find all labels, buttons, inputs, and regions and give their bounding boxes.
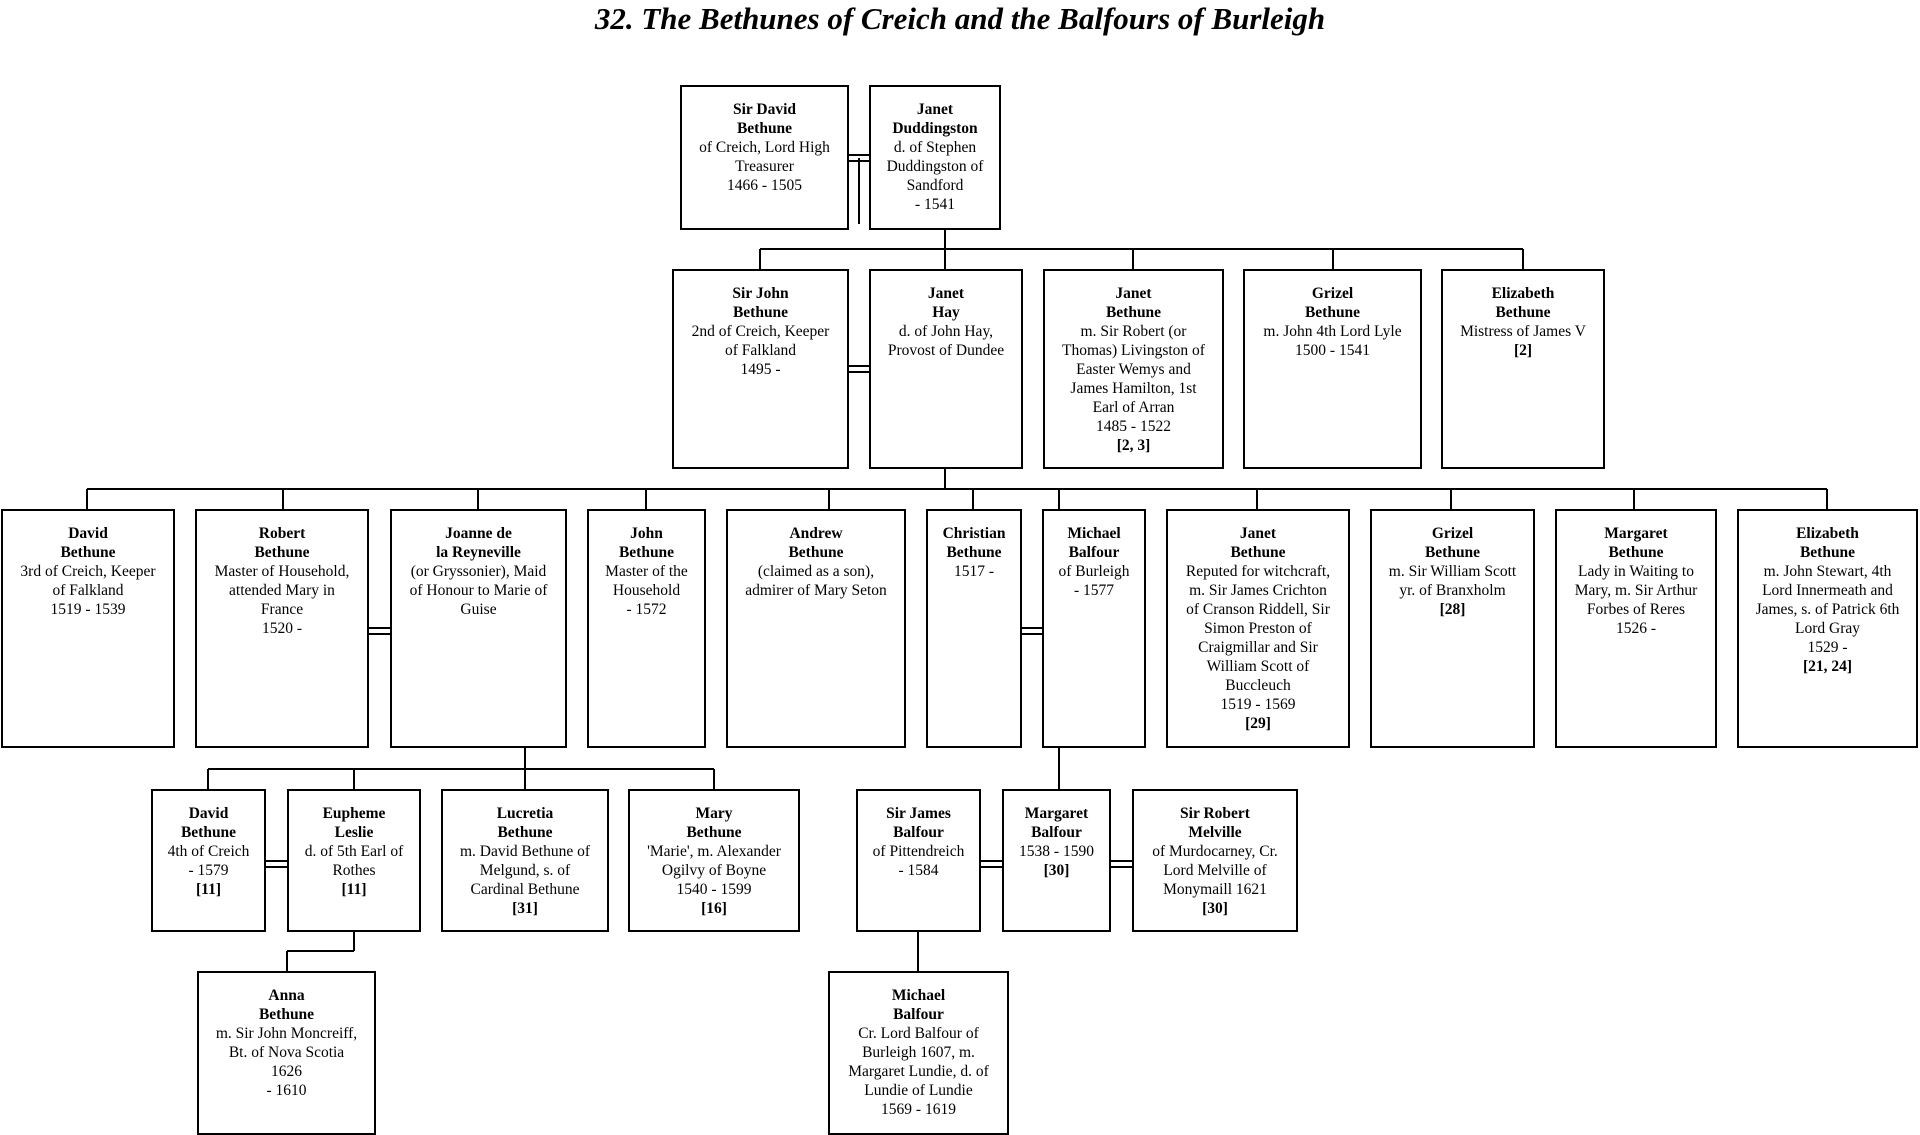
reference: [16]: [701, 900, 727, 917]
person-eupheme-leslie: Eupheme Leslie d. of 5th Earl of Rothes …: [287, 789, 421, 932]
person-name: David Bethune: [60, 525, 116, 561]
person-details: m. John Stewart, 4th Lord Innermeath and…: [1755, 563, 1900, 656]
person-details: m. John 4th Lord Lyle 1500 - 1541: [1263, 323, 1402, 359]
person-details: of Pittendreich - 1584: [872, 843, 965, 879]
reference: [30]: [1043, 862, 1070, 879]
reference: [21, 24]: [1802, 658, 1853, 675]
person-name: Joanne de la Reyneville: [436, 525, 521, 561]
person-name: Christian Bethune: [942, 525, 1006, 561]
person-margaret-bethune: Margaret Bethune Lady in Waiting to Mary…: [1555, 509, 1717, 748]
person-details: m. Sir John Moncreiff, Bt. of Nova Scoti…: [215, 1025, 358, 1099]
person-janet-bethune-arran: Janet Bethune m. Sir Robert (or Thomas) …: [1043, 269, 1224, 469]
person-robert-bethune: Robert Bethune Master of Household, atte…: [195, 509, 369, 748]
person-name: Anna Bethune: [258, 987, 315, 1023]
person-name: Margaret Balfour: [1024, 805, 1089, 841]
person-details: m. Sir Robert (or Thomas) Livingston of …: [1062, 323, 1205, 435]
person-janet-hay: Janet Hay d. of John Hay, Provost of Dun…: [869, 269, 1023, 469]
person-details: d. of John Hay, Provost of Dundee: [887, 323, 1005, 359]
person-name: Sir Robert Melville: [1180, 805, 1250, 841]
person-details: (claimed as a son), admirer of Mary Seto…: [745, 563, 887, 599]
person-name: Eupheme Leslie: [322, 805, 386, 841]
person-michael-balfour-lord: Michael Balfour Cr. Lord Balfour of Burl…: [828, 971, 1009, 1135]
person-elizabeth-bethune-stewart: Elizabeth Bethune m. John Stewart, 4th L…: [1737, 509, 1918, 748]
person-name: Janet Duddingston: [892, 101, 978, 137]
person-name: Lucretia Bethune: [496, 805, 554, 841]
person-details: 1538 - 1590: [1019, 843, 1094, 860]
person-david-bethune-4th: David Bethune 4th of Creich - 1579 [11]: [151, 789, 266, 932]
chart-title: 32. The Bethunes of Creich and the Balfo…: [594, 1, 1326, 36]
person-name: Mary Bethune: [686, 805, 742, 841]
person-name: Andrew Bethune: [788, 525, 844, 561]
person-details: Master of the Household - 1572: [605, 563, 688, 618]
reference: [29]: [1245, 715, 1271, 732]
person-details: 3rd of Creich, Keeper of Falkland 1519 -…: [20, 563, 156, 618]
person-name: Janet Hay: [927, 285, 965, 321]
person-lucretia-bethune: Lucretia Bethune m. David Bethune of Mel…: [441, 789, 609, 932]
person-janet-duddingston: Janet Duddingston d. of Stephen Duddings…: [869, 85, 1001, 230]
person-anna-bethune: Anna Bethune m. Sir John Moncreiff, Bt. …: [197, 971, 376, 1135]
person-details: Reputed for witchcraft, m. Sir James Cri…: [1185, 563, 1331, 713]
reference: [11]: [196, 881, 221, 898]
person-details: 2nd of Creich, Keeper of Falkland 1495 -: [691, 323, 830, 378]
reference: [30]: [1202, 900, 1228, 917]
person-margaret-balfour: Margaret Balfour 1538 - 1590 [30]: [1002, 789, 1111, 932]
person-details: of Creich, Lord High Treasurer 1466 - 15…: [699, 139, 830, 194]
person-michael-balfour-burleigh: Michael Balfour of Burleigh - 1577: [1042, 509, 1146, 748]
person-janet-bethune-witchcraft: Janet Bethune Reputed for witchcraft, m.…: [1166, 509, 1350, 748]
person-name: Janet Bethune: [1105, 285, 1162, 321]
person-name: Grizel Bethune: [1424, 525, 1481, 561]
person-details: of Burleigh - 1577: [1058, 563, 1130, 599]
person-david-bethune-3rd: David Bethune 3rd of Creich, Keeper of F…: [1, 509, 175, 748]
person-details: Cr. Lord Balfour of Burleigh 1607, m. Ma…: [848, 1025, 989, 1118]
person-name: Michael Balfour: [891, 987, 946, 1023]
person-joanne-de-la-reyneville: Joanne de la Reyneville (or Gryssonier),…: [390, 509, 567, 748]
person-details: m. Sir William Scott yr. of Branxholm: [1388, 563, 1517, 599]
person-name: Elizabeth Bethune: [1796, 525, 1859, 561]
person-details: (or Gryssonier), Maid of Honour to Marie…: [409, 563, 548, 618]
person-details: d. of 5th Earl of Rothes: [304, 843, 404, 879]
person-mary-bethune: Mary Bethune 'Marie', m. Alexander Ogilv…: [628, 789, 800, 932]
person-details: 4th of Creich - 1579: [167, 843, 250, 879]
reference: [2]: [1513, 342, 1533, 359]
person-name: Grizel Bethune: [1304, 285, 1361, 321]
person-sir-john-bethune: Sir John Bethune 2nd of Creich, Keeper o…: [672, 269, 849, 469]
reference: [11]: [341, 881, 367, 898]
person-name: Michael Balfour: [1067, 525, 1121, 561]
person-name: Robert Bethune: [254, 525, 310, 561]
person-name: Sir James Balfour: [886, 805, 951, 841]
reference: [28]: [1439, 601, 1466, 618]
person-sir-david-bethune: Sir David Bethune of Creich, Lord High T…: [680, 85, 849, 230]
person-john-bethune: John Bethune Master of the Household - 1…: [587, 509, 706, 748]
person-details: 'Marie', m. Alexander Ogilvy of Boyne 15…: [647, 843, 781, 898]
person-name: David Bethune: [180, 805, 237, 841]
person-grizel-bethune-lyle: Grizel Bethune m. John 4th Lord Lyle 150…: [1243, 269, 1422, 469]
person-name: Elizabeth Bethune: [1491, 285, 1555, 321]
person-details: Lady in Waiting to Mary, m. Sir Arthur F…: [1574, 563, 1698, 637]
person-sir-robert-melville: Sir Robert Melville of Murdocarney, Cr. …: [1132, 789, 1298, 932]
person-details: 1517 -: [953, 563, 995, 580]
person-christian-bethune: Christian Bethune 1517 -: [926, 509, 1022, 748]
person-sir-james-balfour: Sir James Balfour of Pittendreich - 1584: [856, 789, 981, 932]
person-name: Sir David Bethune: [732, 101, 797, 137]
reference: [2, 3]: [1116, 437, 1151, 454]
person-details: d. of Stephen Duddingston of Sandford - …: [886, 139, 984, 213]
person-details: m. David Bethune of Melgund, s. of Cardi…: [459, 843, 590, 898]
person-grizel-bethune-scott: Grizel Bethune m. Sir William Scott yr. …: [1370, 509, 1535, 748]
person-name: Sir John Bethune: [732, 285, 789, 321]
person-andrew-bethune: Andrew Bethune (claimed as a son), admir…: [726, 509, 906, 748]
person-details: Mistress of James V: [1460, 323, 1586, 340]
person-name: Margaret Bethune: [1604, 525, 1668, 561]
person-details: Master of Household, attended Mary in Fr…: [214, 563, 350, 637]
person-details: of Murdocarney, Cr. Lord Melville of Mon…: [1152, 843, 1278, 898]
person-name: Janet Bethune: [1230, 525, 1286, 561]
reference: [31]: [512, 900, 538, 917]
person-elizabeth-bethune-mistress: Elizabeth Bethune Mistress of James V [2…: [1441, 269, 1605, 469]
person-name: John Bethune: [618, 525, 675, 561]
